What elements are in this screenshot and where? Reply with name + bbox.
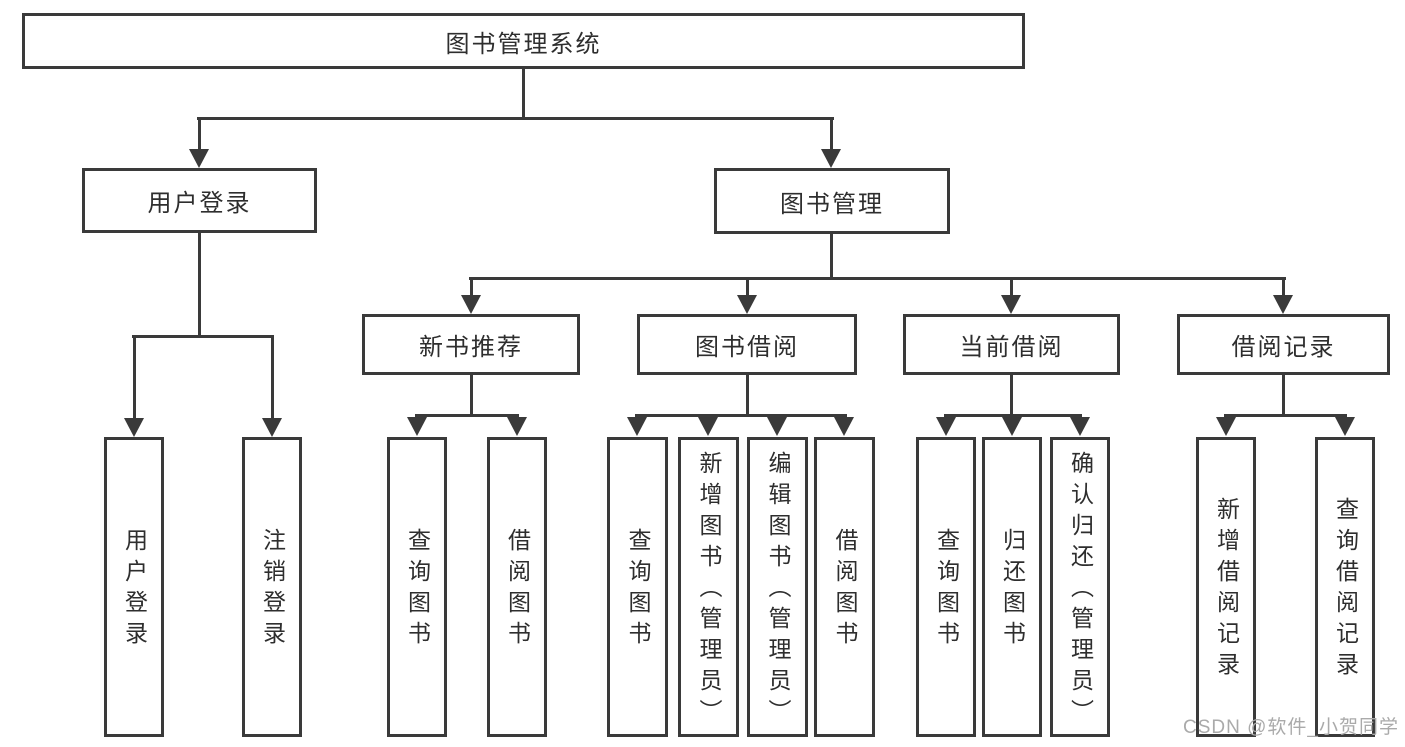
connector-line <box>522 68 525 117</box>
connector-line <box>469 277 1286 280</box>
connector-line <box>1224 414 1347 417</box>
connector-line <box>830 234 833 280</box>
arrow-down-icon <box>1335 417 1355 436</box>
arrow-down-icon <box>1070 417 1090 436</box>
connector-line <box>198 117 201 153</box>
arrow-down-icon <box>767 417 787 436</box>
connector-line <box>470 375 473 417</box>
leaf-borrow-edit-books-admin: 编辑图书（管理员） <box>747 437 808 737</box>
connector-line <box>470 277 473 299</box>
connector-line <box>415 414 519 417</box>
leaf-records-add-record: 新增借阅记录 <box>1196 437 1256 737</box>
connector-line <box>198 233 201 338</box>
leaf-records-query-record: 查询借阅记录 <box>1315 437 1375 737</box>
arrow-down-icon <box>821 149 841 168</box>
leaf-newbook-query-books: 查询图书 <box>387 437 447 737</box>
arrow-down-icon <box>936 417 956 436</box>
connector-line <box>133 335 136 421</box>
arrow-down-icon <box>1216 417 1236 436</box>
arrow-down-icon <box>1002 417 1022 436</box>
connector-line <box>1010 277 1013 299</box>
node-user-login: 用户登录 <box>82 168 317 233</box>
leaf-user-login: 用户登录 <box>104 437 164 737</box>
node-root: 图书管理系统 <box>22 13 1025 69</box>
leaf-logout: 注销登录 <box>242 437 302 737</box>
connector-line <box>635 414 847 417</box>
connector-line <box>944 414 1082 417</box>
connector-line <box>132 335 274 338</box>
arrow-down-icon <box>407 417 427 436</box>
node-book-borrowing: 图书借阅 <box>637 314 857 375</box>
leaf-newbook-borrow-books: 借阅图书 <box>487 437 547 737</box>
connector-line <box>746 277 749 299</box>
arrow-down-icon <box>1273 295 1293 314</box>
node-borrowing-records: 借阅记录 <box>1177 314 1390 375</box>
arrow-down-icon <box>507 417 527 436</box>
connector-line <box>746 375 749 417</box>
arrow-down-icon <box>627 417 647 436</box>
node-current-borrowing: 当前借阅 <box>903 314 1120 375</box>
leaf-current-confirm-return-admin: 确认归还（管理员） <box>1050 437 1110 737</box>
arrow-down-icon <box>189 149 209 168</box>
leaf-borrow-add-books-admin: 新增图书（管理员） <box>678 437 739 737</box>
connector-line <box>830 117 833 153</box>
leaf-borrow-query-books: 查询图书 <box>607 437 668 737</box>
arrow-down-icon <box>698 417 718 436</box>
arrow-down-icon <box>834 417 854 436</box>
connector-line <box>1282 277 1285 299</box>
csdn-watermark: CSDN @软件_小贺同学 <box>1183 717 1399 738</box>
arrow-down-icon <box>737 295 757 314</box>
node-book-management: 图书管理 <box>714 168 950 234</box>
arrow-down-icon <box>1001 295 1021 314</box>
connector-line <box>1010 375 1013 417</box>
connector-line <box>271 335 274 421</box>
leaf-borrow-borrow-books: 借阅图书 <box>814 437 875 737</box>
connector-line <box>197 117 834 120</box>
node-new-book-recommend: 新书推荐 <box>362 314 580 375</box>
arrow-down-icon <box>461 295 481 314</box>
leaf-current-query-books: 查询图书 <box>916 437 976 737</box>
connector-line <box>1282 375 1285 417</box>
leaf-current-return-books: 归还图书 <box>982 437 1042 737</box>
arrow-down-icon <box>124 418 144 437</box>
arrow-down-icon <box>262 418 282 437</box>
